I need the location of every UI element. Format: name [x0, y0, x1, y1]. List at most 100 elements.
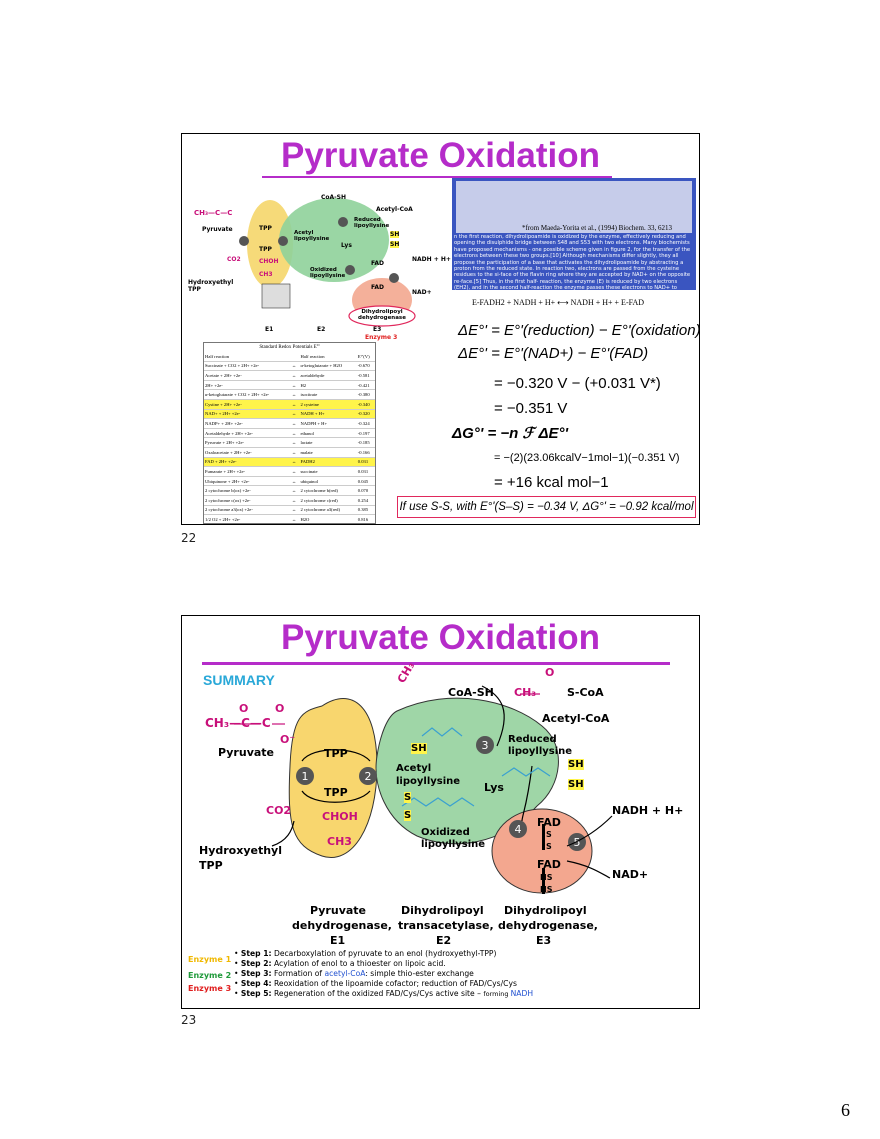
oxidized-lipo-label: Oxidized lipoyllysine: [310, 267, 346, 279]
table-cell: Fumarate + 2H+ +2e-: [204, 466, 291, 477]
reaction-line: E-FADH2 + NADH + H+ ⟷ NADH + H+ + E-FAD: [472, 298, 645, 307]
acetyl-lipo-label-1: Acetyl: [396, 763, 432, 774]
table-cell: FADH2: [299, 457, 357, 468]
table-cell: 0.031: [356, 466, 375, 477]
fad-s-1: S: [546, 830, 552, 839]
table-cell: isocitrate: [299, 389, 357, 400]
e3-label: E3: [373, 326, 382, 333]
table-cell: -0.380: [356, 389, 375, 400]
table-caption: Standard Redox Potentials E°': [259, 345, 320, 350]
reduced-lipo-label: Reduced lipoyllysine: [354, 217, 390, 229]
table-cell: ↔: [290, 361, 300, 372]
tpp-label-2: TPP: [324, 786, 348, 799]
table-cell: 2 cytochrome c(ox) +2e-: [204, 495, 291, 506]
table-header: [290, 352, 300, 362]
dh-label: Dihydrolipoyl dehydrogenase: [358, 309, 406, 321]
acetylcoa-link[interactable]: acetyl-CoA: [324, 969, 366, 978]
title-underline: [262, 176, 612, 178]
nadh-link[interactable]: NADH: [510, 989, 534, 998]
pyruvate-label: Pyruvate: [218, 746, 275, 759]
table-row: 2H+ +2e-↔H2-0.421: [204, 380, 375, 391]
oxidized-lipo-label-2: lipoyllysine: [421, 839, 486, 850]
table-row: NAD+ + 2H+ +2e-↔NADH + H+-0.320: [204, 409, 375, 420]
table-row: Oxaloacetate + 2H+ +2e-↔malate-0.166: [204, 447, 375, 458]
table-cell: 2 cytochrome c(red): [299, 495, 357, 506]
hydroxyethyl-label: Hydroxyethyl TPP: [188, 279, 234, 293]
sh-badge-acetyl: SH: [411, 743, 427, 754]
table-cell: H2: [299, 380, 357, 391]
table-row: 2 cytochrome c(ox) +2e-↔2 cytochrome c(r…: [204, 495, 375, 506]
sh-badge-2: SH: [568, 779, 584, 790]
equation-3: = −0.320 V − (+0.031 V*): [494, 375, 661, 392]
table-cell: NADH + H+: [299, 409, 357, 420]
table-row: Acetaldehyde + 2H+ +2e-↔ethanol-0.197: [204, 428, 375, 439]
table-row: Succinate + CO2 + 2H+ +2e-↔α-ketoglutara…: [204, 361, 375, 372]
nad-label: NAD+: [612, 868, 649, 881]
table-cell: Acetate + 2H+ +2e-: [204, 370, 291, 381]
fad-label-2: FAD: [537, 858, 561, 871]
svg-text:3: 3: [482, 739, 489, 752]
sh-badge-2: SH: [390, 241, 400, 248]
step-text: Acylation of enol to a thioester on lipo…: [273, 959, 446, 968]
table-cell: 1/2 O2 + 2H+ +2e-: [204, 514, 291, 524]
table-cell: Cystine + 2H+ +2e-: [204, 399, 291, 410]
table-cell: ↔: [290, 437, 300, 448]
table-cell: ↔: [290, 380, 300, 391]
table-header: Half reaction: [204, 352, 291, 362]
reduced-lipo-label-2: lipoyllysine: [508, 746, 573, 757]
s-badge-2: S: [404, 810, 412, 821]
hs-label-2: HS: [540, 885, 553, 894]
acetyl-lipo-label: Acetyl lipoyllysine: [294, 230, 330, 242]
table-cell: NADP+ + 2H+ +2e-: [204, 418, 291, 429]
svg-text:4: 4: [515, 823, 522, 836]
table-cell: FAD + 2H+ +2e-: [204, 457, 291, 468]
table-cell: Succinate + CO2 + 2H+ +2e-: [204, 361, 291, 372]
table-cell: -0.421: [356, 380, 375, 391]
slide-title: Pyruvate Oxidation: [281, 618, 600, 657]
tpp-label: TPP: [324, 747, 348, 760]
e3-label: E3: [536, 934, 552, 947]
table-row: Cystine + 2H+ +2e-↔2 cysteine-0.340: [204, 399, 375, 410]
enzyme-2-label: Enzyme 2: [188, 971, 232, 980]
table-row: Acetate + 2H+ +2e-↔acetaldehyde-0.581: [204, 370, 375, 381]
ch3-label: CH₃—C—C: [194, 209, 233, 217]
enzyme-1-label: Enzyme 1: [188, 955, 232, 964]
svg-text:2: 2: [365, 770, 372, 783]
equation-2: ΔE°' = E°'(NAD+) − E°'(FAD): [458, 345, 649, 362]
table-cell: 2 cytochrome b(ox) +2e-: [204, 485, 291, 496]
e3-name-1: Dihydrolipoyl: [504, 904, 587, 917]
table-cell: 0.254: [356, 495, 375, 506]
table-cell: ↔: [290, 466, 300, 477]
table-cell: 2 cytochrome b(red): [299, 485, 357, 496]
table-cell: 2 cytochrome a3(red): [299, 505, 357, 516]
table-cell: α-ketoglutarate + H2O: [299, 361, 357, 372]
table-cell: malate: [299, 447, 357, 458]
table-header: E°'(V): [356, 352, 375, 362]
carboxylate-o: O⁻: [280, 733, 296, 746]
table-row: 2 cytochrome b(ox) +2e-↔2 cytochrome b(r…: [204, 485, 375, 496]
table-cell: ↔: [290, 495, 300, 506]
table-cell: 2 cytochrome a3(ox) +2e-: [204, 505, 291, 516]
enzyme-3-label: Enzyme 3: [188, 984, 232, 993]
table-row: 2 cytochrome a3(ox) +2e-↔2 cytochrome a3…: [204, 505, 375, 516]
table-cell: -0.185: [356, 437, 375, 448]
table-cell: ↔: [290, 457, 300, 468]
table-cell: 2 cysteine: [299, 399, 357, 410]
sh-badge: SH: [390, 231, 400, 238]
sh-badge-1: SH: [568, 759, 584, 770]
table-cell: -0.581: [356, 370, 375, 381]
hydroxyethyl-label: Hydroxyethyl: [199, 844, 282, 857]
document-page-number: 6: [841, 1100, 850, 1120]
co2-label: CO2: [227, 256, 241, 263]
table-cell: lactate: [299, 437, 357, 448]
step-5: • Step 5: Regeneration of the oxidized F…: [234, 989, 534, 998]
choh-label: CHOH: [259, 258, 279, 265]
abstract-text: n the first reaction, dihydrolipoamide i…: [454, 234, 691, 290]
table-cell: ↔: [290, 409, 300, 420]
carbonyl-o: O: [239, 702, 249, 715]
slide-number: 22: [181, 531, 197, 545]
e2-name-1: Dihydrolipoyl: [401, 904, 484, 917]
table-cell: Pyruvate + 2H+ +2e-: [204, 437, 291, 448]
